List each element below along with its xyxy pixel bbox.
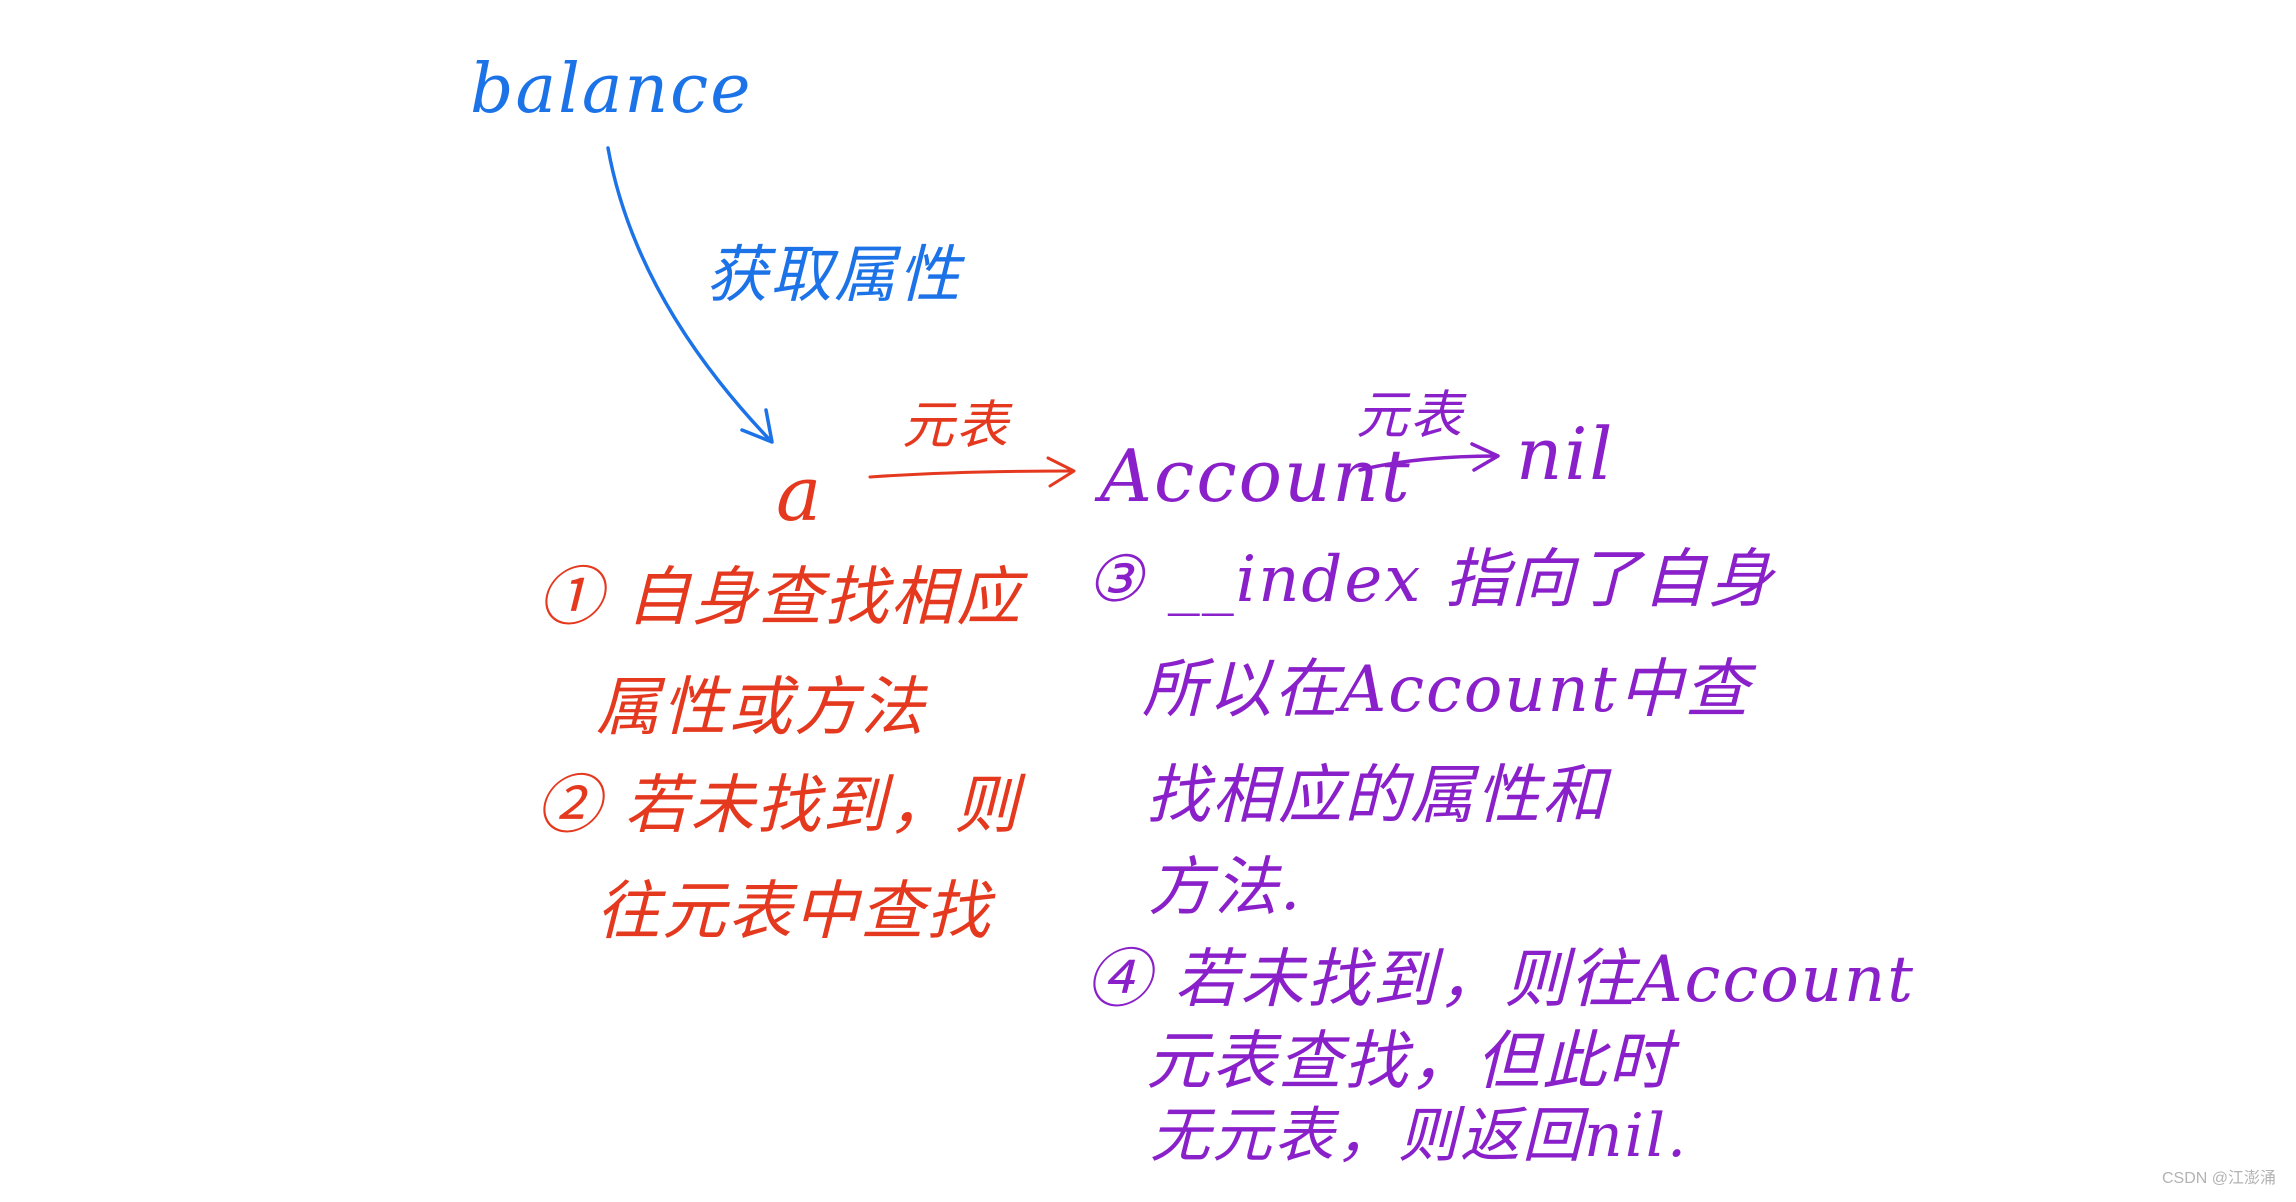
node-account: Account	[1100, 434, 1412, 518]
metatable-label-a: 元表	[902, 396, 1011, 456]
node-nil: nil	[1516, 412, 1615, 496]
red-step-line: ① 自身查找相应	[538, 561, 1023, 635]
purple-step-line: ④ 若未找到，则往Account	[1086, 943, 1915, 1017]
red-step-line: 属性或方法	[596, 671, 926, 745]
arrow-a-to-account	[868, 456, 1076, 488]
purple-step-line: 方法.	[1148, 851, 1303, 925]
purple-step-line: 元表查找，但此时	[1146, 1025, 1674, 1099]
purple-step-line: 所以在Account中查	[1142, 653, 1751, 727]
red-step-line: 往元表中查找	[596, 875, 992, 949]
get-property-label: 获取属性	[706, 238, 963, 311]
balance-label: balance	[470, 50, 753, 129]
purple-step-line: ③ __index 指向了自身	[1086, 543, 1775, 617]
watermark: CSDN @江澎涌	[2161, 1170, 2276, 1187]
node-a: a	[776, 449, 824, 538]
metatable-label-account: 元表	[1356, 386, 1465, 446]
arrow-account-to-nil	[1358, 442, 1500, 472]
purple-step-line: 无元表，则返回nil.	[1150, 1101, 1689, 1171]
arrow-balance-to-a	[606, 146, 774, 444]
purple-step-line: 找相应的属性和	[1146, 759, 1608, 833]
red-step-line: ② 若未找到，则	[536, 769, 1021, 843]
